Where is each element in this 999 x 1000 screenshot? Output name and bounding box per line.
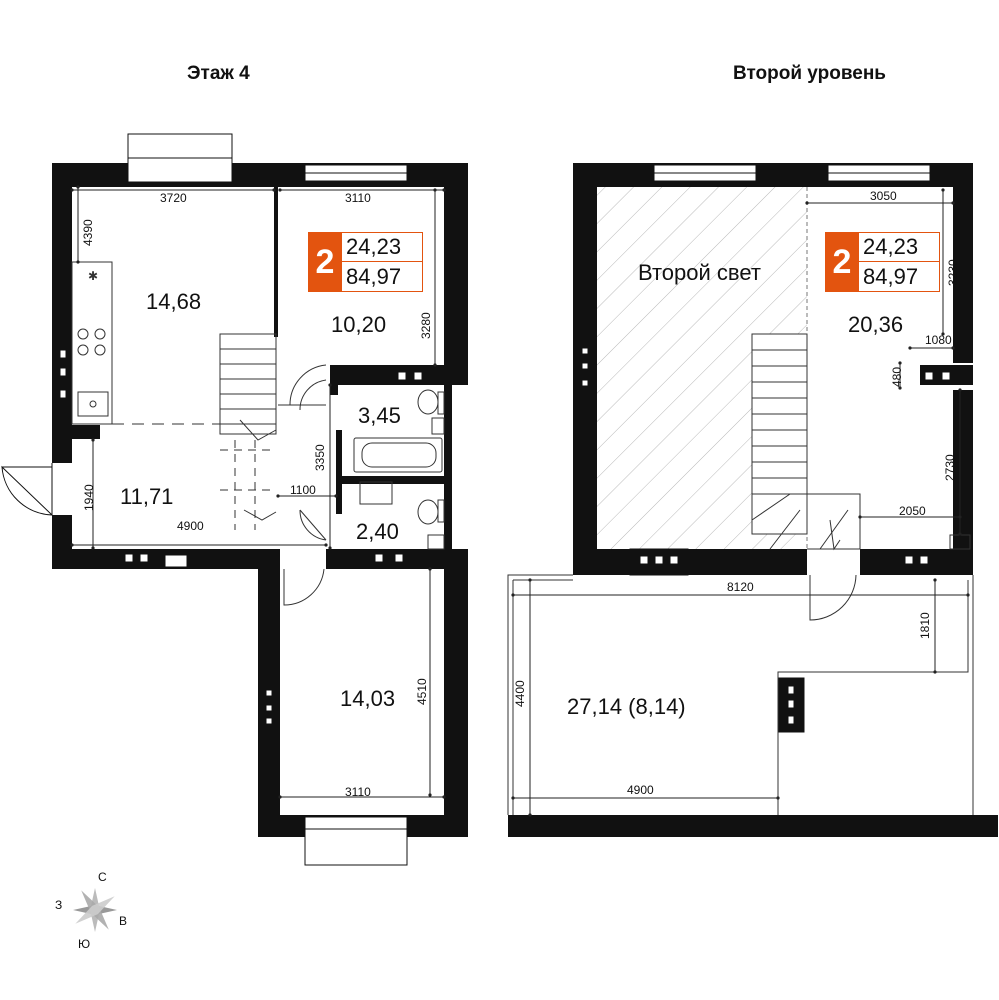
bath-fixtures (353, 389, 445, 550)
compass-east: В (119, 914, 128, 928)
floor4-title: Этаж 4 (187, 63, 250, 84)
floor4-entry-door (1, 463, 54, 516)
floor4-walls (52, 163, 468, 837)
dim-2050: 2050 (899, 504, 926, 518)
level2-terrace-door (809, 574, 857, 621)
second-light-label: Второй свет (638, 260, 761, 285)
dim-4510: 4510 (415, 678, 429, 705)
compass-west: З (55, 898, 63, 912)
dim-4390: 4390 (81, 219, 95, 246)
total-area: 84,97 (346, 264, 402, 290)
living-area: 24,23 (346, 233, 402, 259)
dim-8120: 8120 (727, 580, 754, 594)
bath-area: 3,45 (358, 403, 401, 428)
floor4-stairs (72, 333, 277, 530)
badge-values: 24,23 84,97 (342, 232, 423, 292)
living-area: 24,23 (863, 233, 919, 259)
dim-4900-floor4: 4900 (177, 519, 204, 533)
room-area-14-03: 14,03 (340, 686, 396, 711)
level2-title: Второй уровень (733, 63, 886, 84)
dim-1810: 1810 (918, 612, 932, 639)
dim-3350: 3350 (313, 444, 327, 471)
level2-windows (577, 164, 951, 733)
level2-stairs (751, 333, 971, 551)
dim-1100: 1100 (290, 483, 316, 497)
dim-3110-top: 3110 (345, 191, 371, 205)
dim-3110-bottom: 3110 (345, 785, 371, 799)
rooms-count: 2 (825, 232, 859, 292)
dim-1940: 1940 (82, 484, 96, 511)
compass-south: Ю (78, 937, 91, 951)
dim-2730: 2730 (943, 454, 957, 481)
room-area-14-68: 14,68 (146, 289, 202, 314)
kitchen: ✱ (71, 261, 113, 425)
dim-3280: 3280 (419, 312, 433, 339)
dim-3230: 3230 (946, 259, 960, 286)
rooms-count: 2 (308, 232, 342, 292)
terrace-outline (507, 574, 974, 815)
dim-4900-level2: 4900 (627, 783, 654, 797)
wc-area: 2,40 (356, 519, 399, 544)
apartment-badge-level2: 2 24,23 84,97 (825, 232, 940, 292)
dim-3050: 3050 (870, 189, 897, 203)
compass-icon (73, 888, 117, 932)
room-area-20-36: 20,36 (848, 312, 904, 337)
room-area-10-20: 10,20 (331, 312, 387, 337)
svg-text:✱: ✱ (88, 269, 98, 283)
floor4-windows (55, 133, 423, 866)
dim-3720: 3720 (160, 191, 187, 205)
total-area: 84,97 (863, 264, 919, 290)
hall-area: 11,71 (120, 484, 174, 509)
level2-walls (508, 163, 998, 837)
floor4-dim-lines (70, 185, 446, 799)
dim-1080: 1080 (925, 333, 952, 347)
level2-dim-lines (511, 188, 970, 817)
badge-values: 24,23 84,97 (859, 232, 940, 292)
apartment-badge-floor4: 2 24,23 84,97 (308, 232, 423, 292)
terrace-area: 27,14 (8,14) (567, 694, 686, 719)
dim-480: 480 (890, 366, 904, 387)
compass-north: С (98, 870, 107, 884)
dim-4400: 4400 (513, 680, 527, 707)
floor4-doors (278, 364, 327, 606)
